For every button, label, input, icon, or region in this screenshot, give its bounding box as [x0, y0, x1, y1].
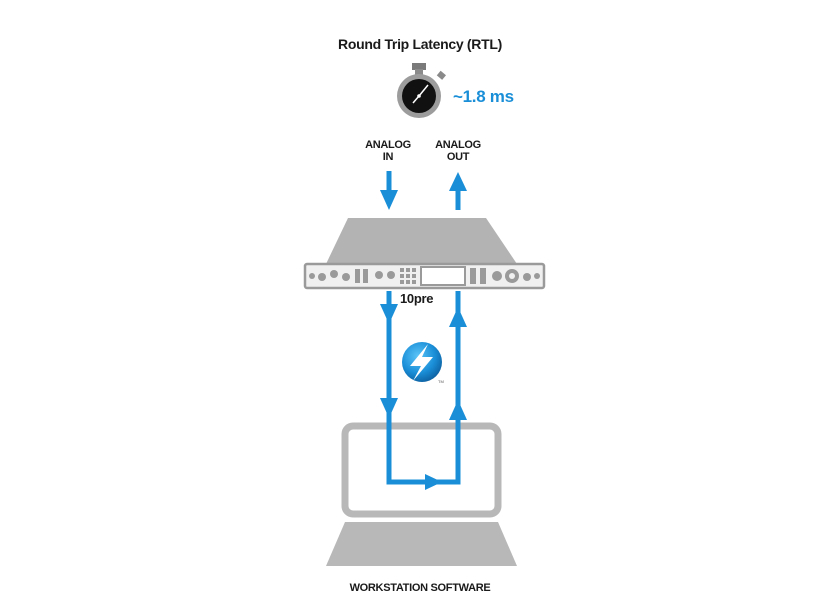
analog-out-label-line2: OUT	[446, 151, 470, 163]
device-label: 10pre	[400, 291, 434, 306]
analog-in-arrow	[380, 171, 398, 210]
analog-in-label: ANALOG IN	[358, 139, 418, 163]
laptop-computer	[326, 422, 517, 566]
analog-in-label-line2: IN	[382, 151, 394, 163]
audio-interface-device	[303, 218, 546, 290]
thunderbolt-icon: TM	[402, 342, 444, 384]
computer-label: WORKSTATION SOFTWARE	[349, 582, 491, 594]
analog-out-arrow	[449, 172, 467, 210]
stopwatch-icon	[397, 63, 446, 118]
trademark-mark: TM	[438, 379, 444, 384]
analog-out-label: ANALOG OUT	[428, 139, 488, 163]
diagram-title: Round Trip Latency (RTL)	[338, 36, 502, 52]
analog-in-label-line1: ANALOG	[365, 139, 411, 151]
latency-value: ~1.8 ms	[453, 87, 514, 106]
analog-out-label-line1: ANALOG	[435, 139, 481, 151]
signal-path	[380, 291, 467, 490]
